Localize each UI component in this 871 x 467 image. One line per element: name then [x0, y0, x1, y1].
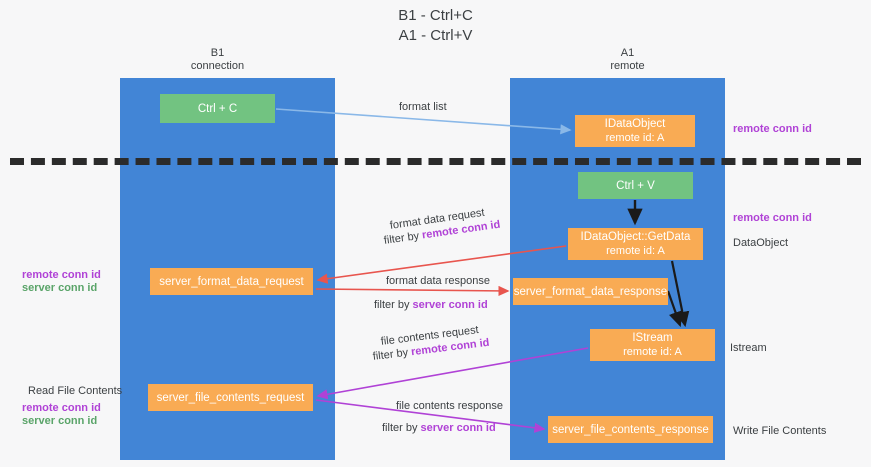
node-istream[interactable]: IStream remote id: A	[590, 329, 715, 361]
edge-label-format-data-response: format data response	[386, 275, 490, 287]
title-line-1: B1 - Ctrl+C	[398, 7, 473, 24]
node-server-format-data-response-label: server_format_data_response	[513, 285, 668, 298]
node-server-format-data-request[interactable]: server_format_data_request	[150, 268, 313, 295]
annotation-right-remote-conn-id-top: remote conn id	[733, 123, 812, 135]
annotation-left-remote-conn-id-bottom: remote conn id	[22, 402, 101, 414]
filter-prefix: filter by	[372, 346, 412, 363]
annotation-right-remote-conn-id-mid: remote conn id	[733, 212, 812, 224]
node-server-file-contents-request-label: server_file_contents_request	[156, 391, 305, 404]
filter-key-server-conn-id: server conn id	[420, 422, 496, 434]
node-ctrl-v[interactable]: Ctrl + V	[578, 172, 693, 199]
edge-label-format-data-response-filter: filter by server conn id	[374, 298, 488, 312]
annotation-left-read-file-contents: Read File Contents	[28, 385, 123, 397]
column-header-b1: B1 connection	[155, 47, 280, 73]
node-idataobject-label: IDataObject	[604, 118, 666, 130]
annotation-right-istream: Istream	[730, 342, 767, 354]
column-header-a1-name: A1	[620, 47, 635, 59]
node-server-file-contents-request[interactable]: server_file_contents_request	[148, 384, 313, 411]
filter-prefix: filter by	[374, 299, 413, 311]
annotation-right-dataobject: DataObject	[733, 237, 789, 249]
annotation-left-server-conn-id-mid: server conn id	[22, 282, 98, 294]
node-idataobject[interactable]: IDataObject remote id: A	[575, 115, 695, 147]
node-istream-sub: remote id: A	[623, 346, 682, 358]
node-istream-label: IStream	[632, 332, 673, 344]
column-header-b1-name: B1	[210, 47, 225, 59]
annotation-left-remote-conn-id-mid: remote conn id	[22, 269, 101, 281]
node-ctrl-v-label: Ctrl + V	[616, 179, 655, 192]
column-header-a1: A1 remote	[565, 47, 690, 73]
node-server-file-contents-response[interactable]: server_file_contents_response	[548, 416, 713, 443]
node-idataobject-getdata[interactable]: IDataObject::GetData remote id: A	[568, 228, 703, 260]
node-server-file-contents-response-label: server_file_contents_response	[552, 423, 709, 436]
filter-key-server-conn-id: server conn id	[412, 299, 488, 311]
annotation-left-server-conn-id-bottom: server conn id	[22, 415, 98, 427]
edge-label-file-contents-response: file contents response	[396, 400, 504, 412]
node-idataobject-getdata-sub: remote id: A	[606, 245, 665, 257]
filter-prefix: filter by	[382, 422, 421, 434]
annotation-right-write-file-contents: Write File Contents	[733, 425, 827, 437]
node-idataobject-getdata-label: IDataObject::GetData	[580, 231, 691, 243]
node-server-format-data-request-label: server_format_data_request	[159, 275, 304, 288]
filter-prefix: filter by	[383, 229, 423, 247]
node-idataobject-sub: remote id: A	[605, 132, 665, 144]
page-title: B1 - Ctrl+C A1 - Ctrl+V	[0, 6, 871, 46]
node-server-format-data-response[interactable]: server_format_data_response	[513, 278, 668, 305]
node-ctrl-c[interactable]: Ctrl + C	[160, 94, 275, 123]
title-line-2: A1 - Ctrl+V	[398, 27, 473, 44]
section-divider	[10, 158, 861, 165]
column-header-b1-sub: connection	[190, 60, 245, 72]
column-header-a1-sub: remote	[610, 60, 645, 72]
edge-label-format-list: format list	[399, 101, 447, 113]
node-ctrl-c-label: Ctrl + C	[197, 102, 238, 115]
edge-label-file-contents-response-filter: filter by server conn id	[382, 421, 496, 435]
